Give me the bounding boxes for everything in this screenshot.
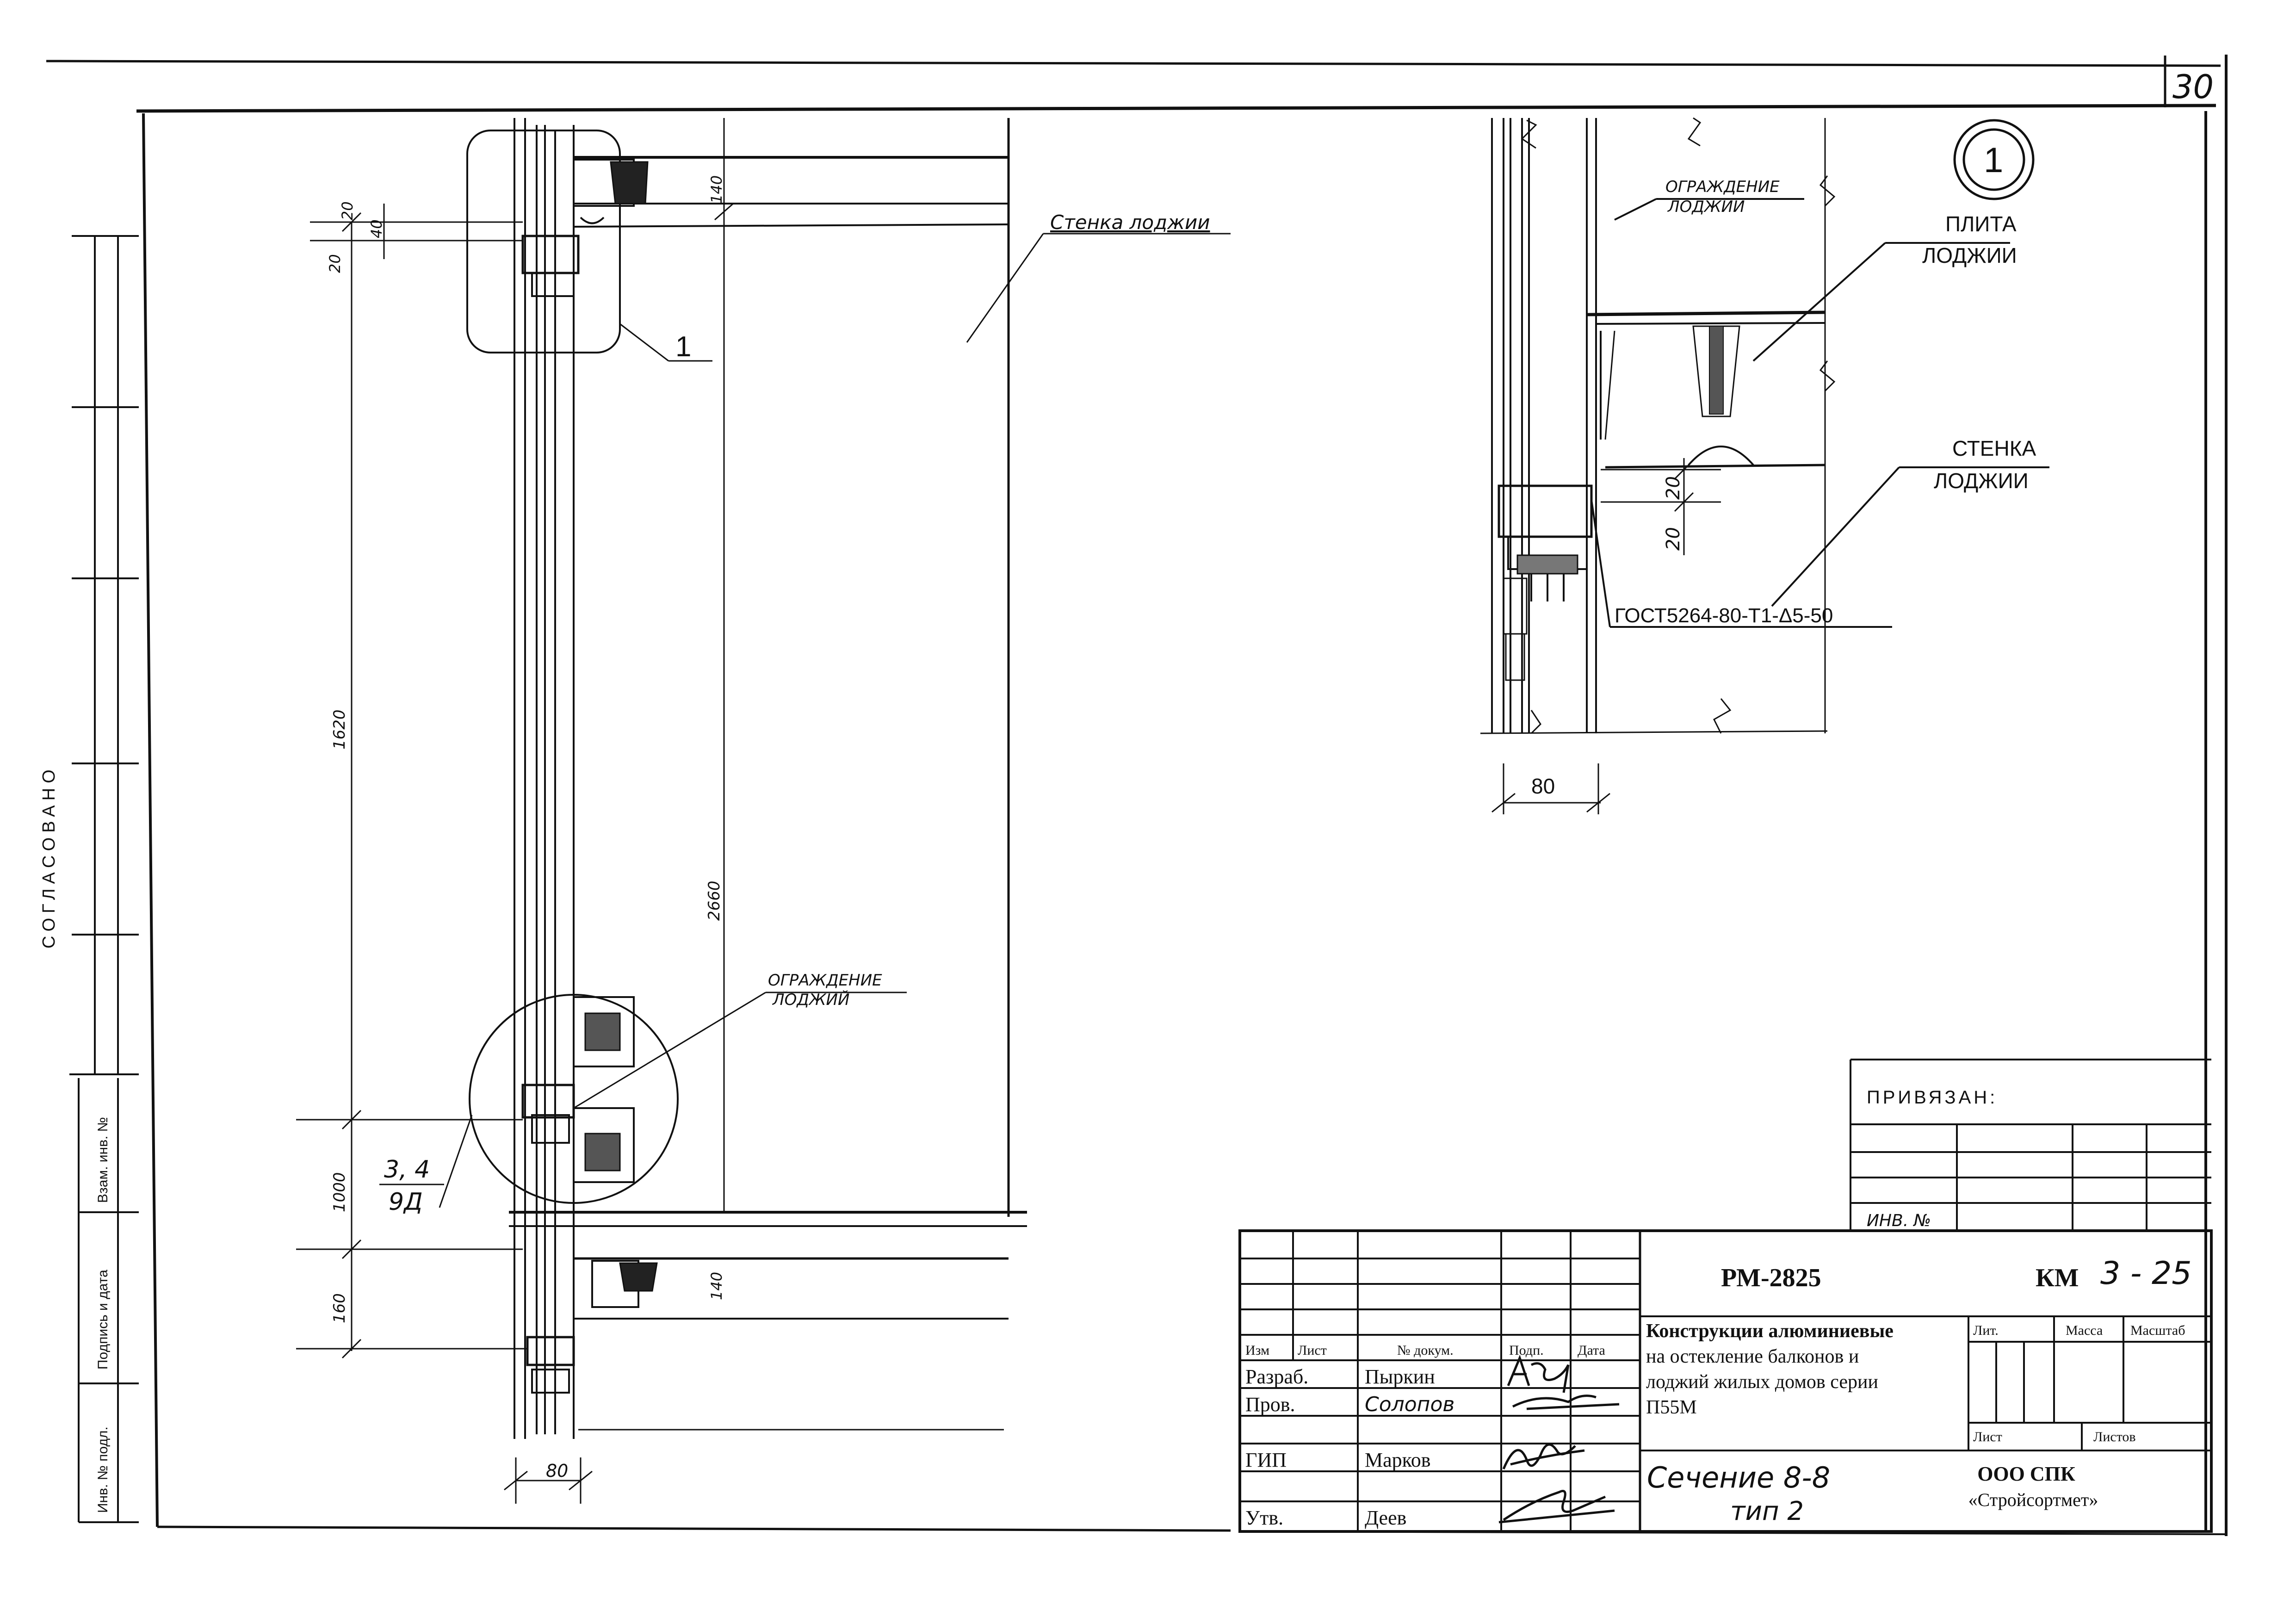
- header-sheet: Лист: [1973, 1429, 2002, 1444]
- replace-inv-label: Взам. инв. №: [95, 1117, 111, 1203]
- detail-dim-20-bottom: 20: [1663, 527, 1684, 551]
- signatures: [1498, 1354, 1620, 1524]
- sheet-number: 30: [2172, 68, 2214, 106]
- dim-1620: 1620: [330, 709, 349, 750]
- header-sign: Подп.: [1509, 1343, 1544, 1358]
- ref-bottom: 9Д: [389, 1188, 423, 1216]
- inv-no-label: Инв. № подл.: [95, 1426, 111, 1513]
- detail-wall-l1: СТЕНКА: [1952, 436, 2036, 460]
- railing-callout-l2: ЛОДЖИЙ: [772, 990, 849, 1009]
- section-dimensions: [296, 118, 734, 1504]
- drawing-title-line-2: тип 2: [1730, 1496, 1804, 1526]
- detail-wall-l2: ЛОДЖИИ: [1934, 469, 2029, 493]
- title-block: [1238, 1229, 2213, 1533]
- header-izm: Изм: [1245, 1343, 1269, 1358]
- ref-top: 3, 4: [384, 1156, 430, 1184]
- detail-dim-80: 80: [1531, 774, 1555, 798]
- name-developer: Пыркин: [1365, 1365, 1435, 1388]
- dim-140-top: 140: [708, 175, 725, 204]
- description-line-1: Конструкции алюминиевые: [1646, 1320, 1894, 1342]
- description-line-4: П55М: [1646, 1397, 1697, 1418]
- detail-marker: 1: [1984, 141, 2003, 180]
- detail-fastener: ГОСТ5264-80-Т1-Δ5-50: [1615, 604, 1833, 627]
- dim-20: 20: [339, 201, 356, 220]
- node-marker-left: 1: [675, 331, 691, 363]
- binding-inv-label: ИНВ. №: [1867, 1211, 1931, 1230]
- mark-km: КМ: [2036, 1264, 2079, 1292]
- header-doc-no: № докум.: [1397, 1343, 1454, 1358]
- sign-date-label: Подпись и дата: [95, 1270, 111, 1370]
- drawing-title-line-1: Сечение 8-8: [1647, 1461, 1830, 1494]
- description-line-2: на остекление балконов и: [1646, 1346, 1859, 1367]
- header-scale: Масштаб: [2130, 1323, 2185, 1338]
- detail-node: [1480, 117, 2049, 734]
- detail-railing-l1: ОГРАЖДЕНИЕ: [1665, 178, 1780, 196]
- agreed-label: СОГЛАСОВАНО: [39, 765, 59, 948]
- role-approver: Утв.: [1245, 1506, 1283, 1529]
- detail-slab-l1: ПЛИТА: [1945, 212, 2017, 236]
- detail-dimensions: [1491, 458, 1721, 814]
- description-line-3: лоджий жилых домов серии: [1646, 1371, 1878, 1393]
- company-line-1: ООО СПК: [1977, 1463, 2075, 1485]
- dim-80-left: 80: [546, 1461, 568, 1481]
- dim-1000: 1000: [330, 1172, 349, 1212]
- dim-20-left: 20: [326, 254, 344, 273]
- dim-140-bottom: 140: [708, 1272, 725, 1300]
- role-chief-engineer: ГИП: [1245, 1449, 1287, 1471]
- role-checker: Пров.: [1245, 1393, 1295, 1416]
- detail-dim-20-top: 20: [1663, 476, 1684, 500]
- binding-block: [1850, 1059, 2211, 1231]
- railing-callout-l1: ОГРАЖДЕНИЕ: [768, 971, 882, 990]
- dim-160: 160: [330, 1293, 349, 1323]
- company-line-2: «Стройсортмет»: [1968, 1489, 2098, 1510]
- header-mass: Масса: [2066, 1323, 2103, 1338]
- dim-2660: 2660: [705, 880, 724, 921]
- sheet-designation: 3 - 25: [2100, 1255, 2192, 1292]
- name-chief-engineer: Марков: [1365, 1449, 1431, 1471]
- header-sheets: Листов: [2093, 1429, 2136, 1444]
- header-list: Лист: [1298, 1343, 1327, 1358]
- detail-railing-l2: ЛОДЖИИ: [1667, 198, 1745, 216]
- name-checker: Солопов: [1365, 1393, 1454, 1416]
- header-lit: Лит.: [1973, 1323, 1999, 1338]
- section-drawing: [379, 118, 1231, 1439]
- dim-40: 40: [368, 219, 385, 238]
- wall-callout: Стенка лоджии: [1050, 211, 1210, 234]
- project-code: РМ-2825: [1721, 1264, 1821, 1292]
- name-approver: Деев: [1365, 1506, 1406, 1529]
- side-stamp: [72, 235, 139, 1523]
- header-date: Дата: [1578, 1343, 1605, 1358]
- role-developer: Разраб.: [1245, 1365, 1308, 1388]
- detail-slab-l2: ЛОДЖИИ: [1922, 243, 2017, 267]
- binding-title: ПРИВЯЗАН:: [1867, 1087, 1998, 1108]
